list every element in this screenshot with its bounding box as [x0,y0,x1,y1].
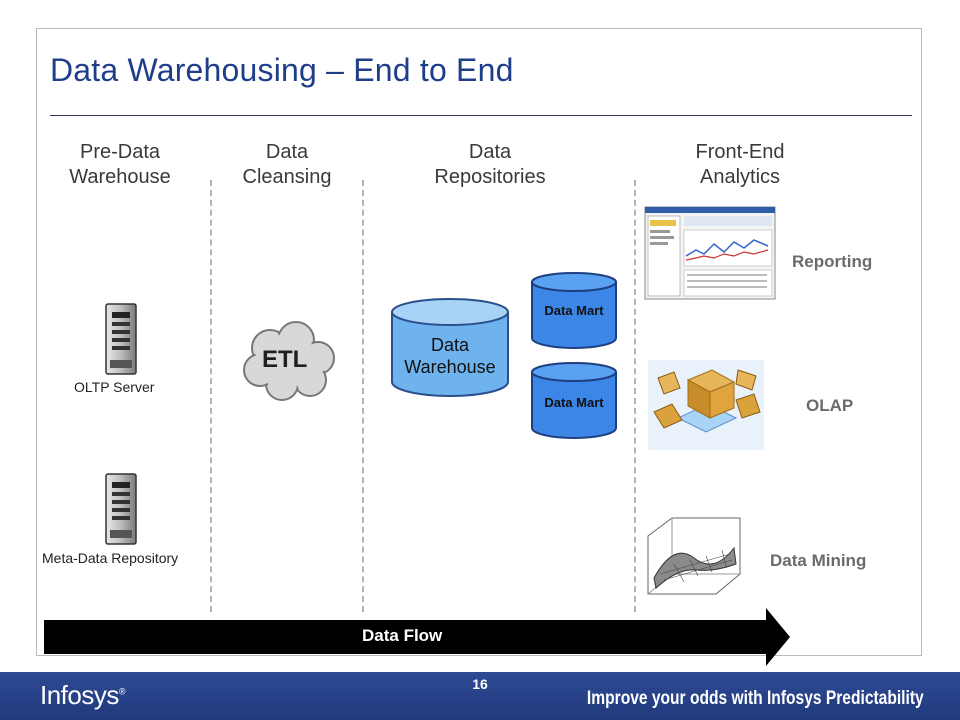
oltp-server-label: OLTP Server [74,379,155,395]
registered-mark: ® [118,686,126,697]
data-warehouse-label-line1: Data [430,335,470,355]
data-mining-label: Data Mining [770,551,867,570]
column-heading-cleansing: Data Cleansing [242,141,332,188]
data-mart-cylinder: Data Mart [531,362,617,439]
data-warehouse-label-line2: Warehouse [404,357,496,377]
olap-cube-icon [648,360,764,450]
column-heading-repositories: Data Repositories [434,141,546,188]
data-mart-1-label: Data Mart [544,303,604,318]
title-divider [50,115,912,116]
logo-text: Infosys [40,680,119,710]
data-mining-plot-icon [647,517,741,595]
metadata-repository-label: Meta-Data Repository [42,550,179,566]
footer-bar [0,672,960,720]
page-number: 16 [472,676,488,692]
column-heading-pre-data: Pre-Data Warehouse [69,141,171,188]
column-divider [210,180,212,612]
infosys-logo: Infosys® [40,680,126,711]
data-warehouse-label: Data Warehouse [390,334,510,378]
data-mart-2-label: Data Mart [544,395,604,410]
etl-label: ETL [262,346,308,373]
slide-title: Data Warehousing – End to End [50,52,514,88]
metadata-repository-icon [105,473,137,545]
data-flow-arrow [44,608,790,666]
reporting-label: Reporting [792,252,873,271]
data-warehouse-cylinder [391,298,509,397]
olap-label: OLAP [806,396,854,415]
column-divider [362,180,364,612]
data-flow-label: Data Flow [362,626,443,645]
reporting-screenshot-icon [644,206,776,300]
footer-tagline: Improve your odds with Infosys Predictab… [587,688,924,709]
etl-cloud-icon [243,321,335,401]
data-mart-cylinder: Data Mart [531,272,617,349]
column-divider [634,180,636,612]
oltp-server-icon [105,303,137,375]
column-heading-analytics: Front-End Analytics [695,141,785,188]
